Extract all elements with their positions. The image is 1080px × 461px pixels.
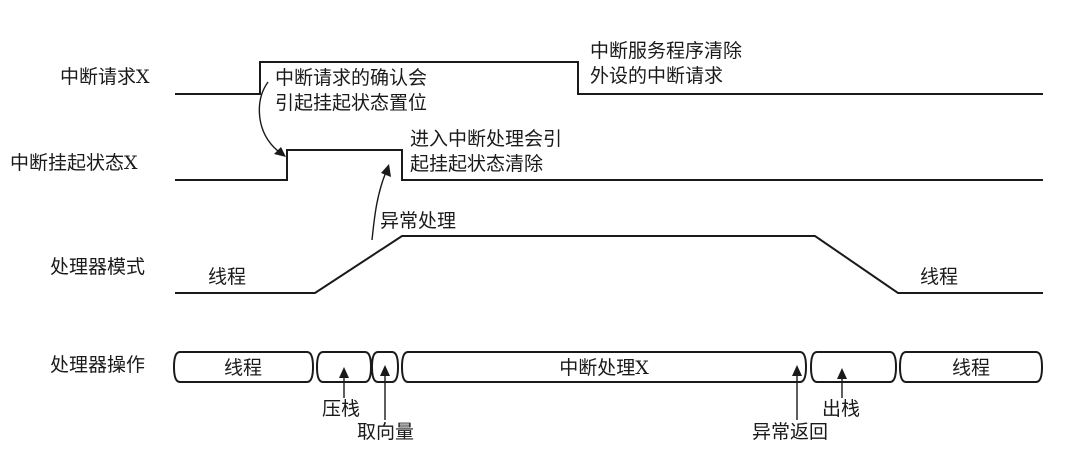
exc-return-arrowhead [792, 365, 802, 376]
op-segment-push [315, 351, 373, 383]
mode-waveform [175, 235, 1043, 294]
enter-arrowhead [381, 164, 391, 177]
mode-thread-right-label: 线程 [920, 266, 959, 288]
ack-arrowhead [274, 147, 286, 157]
pop-marker-label: 出栈 [822, 398, 861, 420]
irq-signal-label: 中断请求X [60, 66, 150, 88]
op-segment-isr [400, 351, 808, 383]
mode-exception-label: 异常处理 [380, 210, 457, 232]
ack-annotation-line2: 引起挂起状态置位 [275, 92, 428, 114]
enter-annotation-line2: 起挂起状态清除 [410, 153, 544, 175]
op-isr-label: 中断处理X [559, 357, 649, 379]
op-thread1-label: 线程 [224, 357, 262, 379]
pending-signal-label: 中断挂起状态X [10, 152, 138, 174]
clear-annotation-line1: 中断服务程序清除 [590, 40, 743, 62]
pop-arrowhead [837, 368, 847, 379]
exc-return-marker-label: 异常返回 [752, 421, 829, 443]
vector-marker-label: 取向量 [357, 421, 415, 443]
vector-arrowhead [380, 365, 390, 376]
ack-arrow [258, 81, 283, 155]
clear-annotation-line2: 外设的中断请求 [590, 65, 724, 87]
op-signal-label: 处理器操作 [50, 354, 146, 376]
ack-annotation-line1: 中断请求的确认会 [275, 67, 428, 89]
enter-arrow [371, 171, 387, 241]
pending-waveform [175, 149, 1043, 181]
push-arrowhead [339, 367, 349, 378]
enter-annotation-line1: 进入中断处理会引 [410, 128, 563, 150]
op-segment-thread1 [172, 351, 315, 383]
push-marker-label: 压栈 [322, 398, 361, 420]
mode-thread-left-label: 线程 [208, 266, 247, 288]
op-segment-thread2 [898, 351, 1044, 383]
mode-signal-label: 处理器模式 [50, 256, 146, 278]
op-segment-pop [809, 351, 898, 383]
op-segment-vector [370, 351, 400, 383]
irq-waveform [175, 61, 1043, 95]
op-thread2-label: 线程 [952, 357, 990, 379]
